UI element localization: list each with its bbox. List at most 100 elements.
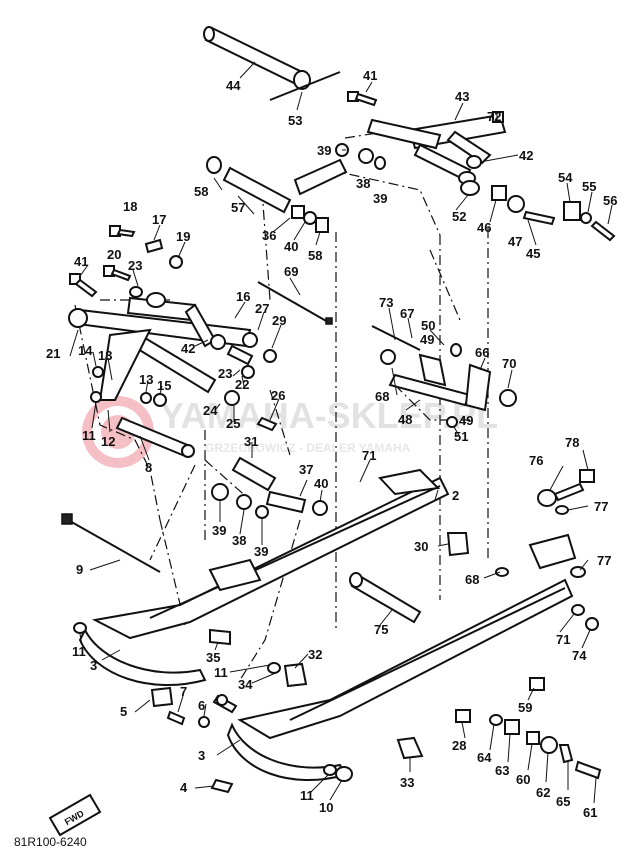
part-label: 37	[299, 462, 313, 477]
forward-direction-badge: FWD	[48, 793, 102, 837]
shaft-8	[115, 416, 195, 458]
part-label: 6	[198, 698, 205, 713]
part-label: 5	[120, 704, 127, 719]
shock-absorber	[206, 143, 386, 233]
part-label: 30	[414, 539, 428, 554]
part-label: 10	[319, 800, 333, 815]
part-label: 27	[255, 301, 269, 316]
part-label: 77	[597, 553, 611, 568]
watermark: YAMAHA-SKLEP.PL GRZECHOWICZ - DEALER YAM…	[82, 395, 498, 468]
part-label: 23	[128, 258, 142, 273]
part-label: 13	[98, 348, 112, 363]
part-label: 14	[78, 343, 93, 358]
part-label: 52	[452, 209, 466, 224]
part-label: 40	[284, 239, 298, 254]
part-label: 58	[194, 184, 208, 199]
upper-left-fasteners	[69, 225, 278, 432]
lower-left-hardware	[73, 622, 353, 794]
rear-shaft-73	[371, 325, 517, 428]
part-label: 40	[314, 476, 328, 491]
part-label: 35	[206, 650, 220, 665]
part-label: 76	[529, 453, 543, 468]
part-label: 3	[90, 658, 97, 673]
part-label: 24	[203, 403, 218, 418]
part-label: 45	[526, 246, 540, 261]
part-label: 77	[594, 499, 608, 514]
part-label: 12	[101, 434, 115, 449]
part-label: 57	[231, 200, 245, 215]
part-label: 22	[235, 377, 249, 392]
part-label: 78	[565, 435, 579, 450]
part-label: 39	[373, 191, 387, 206]
part-label: 4	[180, 780, 188, 795]
upper-shaft-44	[203, 26, 341, 101]
part-label: 7	[180, 684, 187, 699]
rod-69	[257, 281, 333, 325]
part-label: 48	[398, 412, 412, 427]
part-label: 70	[502, 356, 516, 371]
part-label: 49	[459, 413, 473, 428]
part-label: 74	[572, 648, 587, 663]
part-label: 38	[356, 176, 370, 191]
part-label: 39	[317, 143, 331, 158]
part-label: 51	[454, 429, 468, 444]
leader-lines	[69, 61, 613, 804]
part-label: 42	[519, 148, 533, 163]
part-label: 64	[477, 750, 492, 765]
part-label: 53	[288, 113, 302, 128]
part-label: 34	[238, 677, 253, 692]
part-label: 58	[308, 248, 322, 263]
part-label: 62	[536, 785, 550, 800]
part-label: 29	[272, 313, 286, 328]
rear-arm-43	[366, 111, 507, 185]
part-label: 15	[157, 378, 171, 393]
part-label: 21	[46, 346, 60, 361]
front-arm-16	[68, 292, 258, 401]
part-label: 49	[420, 332, 434, 347]
part-label: 68	[465, 572, 479, 587]
part-label: 8	[145, 460, 152, 475]
part-label: 69	[284, 264, 298, 279]
part-label: 11	[72, 644, 86, 659]
center-links	[211, 456, 328, 519]
part-label: 31	[244, 434, 258, 449]
part-label: 20	[107, 247, 121, 262]
part-label: 56	[603, 193, 617, 208]
axle-spacers-right	[460, 180, 616, 242]
lower-hardware	[396, 709, 602, 780]
part-label: 11	[214, 665, 228, 680]
part-label: 32	[308, 647, 322, 662]
part-label: 47	[508, 234, 522, 249]
bolt-41-top	[347, 91, 378, 107]
part-label: 54	[558, 170, 573, 185]
bolt-set-76	[495, 469, 599, 691]
part-label: 72	[487, 109, 501, 124]
part-label: 65	[556, 794, 570, 809]
part-label: 59	[518, 700, 532, 715]
part-label: 50	[421, 318, 435, 333]
part-label: 46	[477, 220, 491, 235]
part-label: 9	[76, 562, 83, 577]
part-label: 42	[181, 341, 195, 356]
shaft-75	[349, 572, 422, 624]
part-label: 66	[475, 345, 489, 360]
part-label: 19	[176, 229, 190, 244]
part-label: 41	[74, 254, 88, 269]
part-label: 25	[226, 416, 240, 431]
part-label: 11	[300, 788, 314, 803]
part-label: 39	[254, 544, 268, 559]
part-label: 68	[375, 389, 389, 404]
part-label: 11	[82, 428, 96, 443]
watermark-brand: YAMAHA-SKLEP.PL	[160, 395, 498, 436]
part-label: 36	[262, 228, 276, 243]
part-label: 18	[123, 199, 137, 214]
part-label: 67	[400, 306, 414, 321]
part-label: 61	[583, 805, 597, 820]
part-label: 17	[152, 212, 166, 227]
part-label: 26	[271, 388, 285, 403]
part-label: 16	[236, 289, 250, 304]
part-label: 28	[452, 738, 466, 753]
part-label: 23	[218, 366, 232, 381]
part-label: 55	[582, 179, 596, 194]
part-label: 71	[556, 632, 570, 647]
